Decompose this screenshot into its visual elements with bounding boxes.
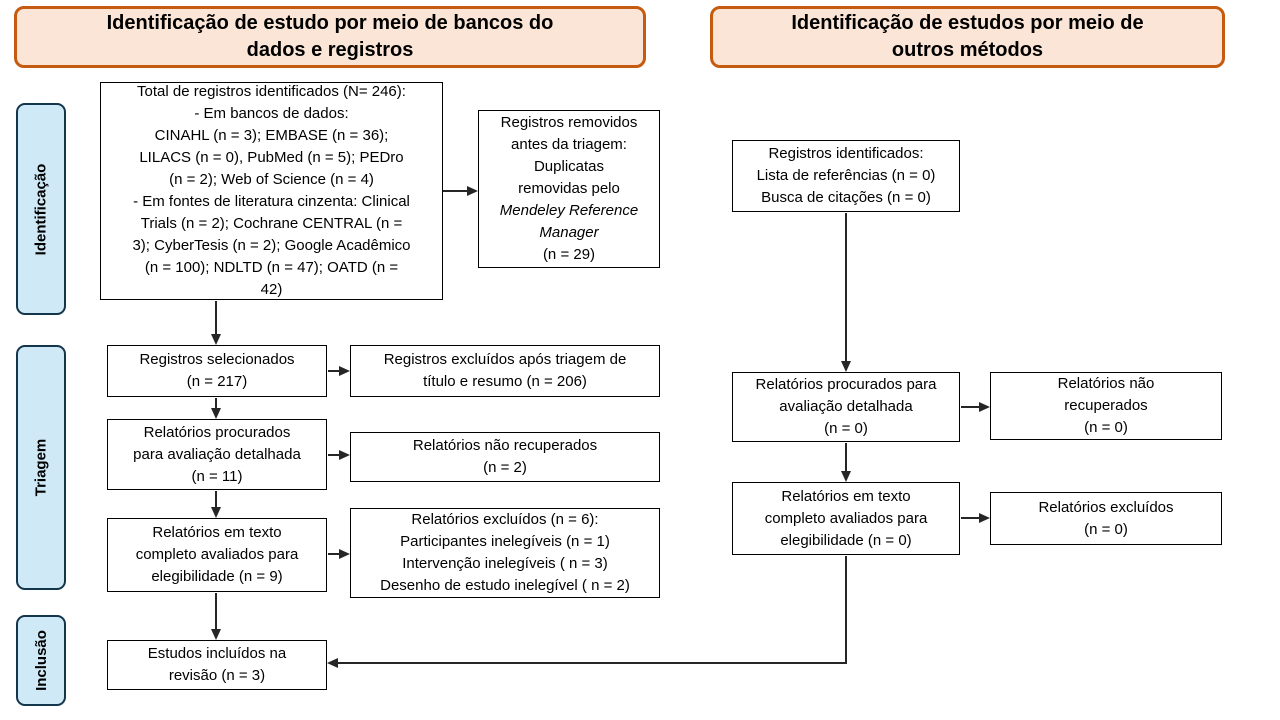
arrow-assessed-to-included (215, 593, 217, 630)
arrow-total-to-removed (443, 190, 468, 192)
box-reports-excluded-db: Relatórios excluídos (n = 6): Participan… (350, 508, 660, 598)
records-removed-text: Registros removidos antes da triagem: Du… (500, 114, 638, 197)
arrowhead-other-to-included-icon (327, 658, 338, 668)
arrowhead-total-to-removed-icon (467, 186, 478, 196)
header-databases: Identificação de estudo por meio de banc… (14, 6, 646, 68)
header-other-methods: Identificação de estudos por meio de out… (710, 6, 1225, 68)
arrowhead-screened-to-excluded-icon (339, 366, 350, 376)
records-removed-count: (n = 29) (542, 246, 596, 263)
arrow-assessed-to-excluded-other (961, 517, 980, 519)
arrow-screened-to-excluded (328, 370, 340, 372)
box-records-identified-total: Total de registros identificados (N= 246… (100, 82, 443, 300)
box-reports-assessed-db: Relatórios em texto completo avaliados p… (107, 518, 327, 592)
arrowhead-screened-to-sought-icon (211, 408, 221, 419)
arrowhead-identified-to-sought-other-icon (841, 361, 851, 372)
stage-screening: Triagem (16, 345, 66, 590)
arrow-total-to-screened (215, 301, 217, 335)
arrow-sought-to-assessed-other (845, 443, 847, 472)
box-records-identified-other: Registros identificados: Lista de referê… (732, 140, 960, 212)
box-reports-assessed-other: Relatórios em texto completo avaliados p… (732, 482, 960, 555)
arrowhead-sought-to-notretrieved-icon (339, 450, 350, 460)
records-removed-tool: Mendeley Reference Manager (499, 202, 639, 241)
arrowhead-assessed-to-excluded-icon (339, 549, 350, 559)
box-records-screened: Registros selecionados (n = 217) (107, 345, 327, 397)
arrow-sought-to-notretrieved (328, 454, 340, 456)
box-studies-included: Estudos incluídos na revisão (n = 3) (107, 640, 327, 690)
arrow-assessed-to-excluded (328, 553, 340, 555)
stage-inclusion: Inclusão (16, 615, 66, 706)
stage-identification: Identificação (16, 103, 66, 315)
arrowhead-sought-to-assessed-other-icon (841, 471, 851, 482)
arrow-sought-to-notretrieved-other (961, 406, 980, 408)
stage-screening-label: Triagem (32, 438, 50, 497)
arrowhead-assessed-to-included-icon (211, 629, 221, 640)
arrow-sought-to-assessed (215, 491, 217, 508)
arrowhead-assessed-to-excluded-other-icon (979, 513, 990, 523)
box-records-removed: Registros removidos antes da triagem: Du… (478, 110, 660, 268)
arrowhead-sought-to-assessed-icon (211, 507, 221, 518)
arrow-screened-to-sought (215, 398, 217, 409)
arrow-assessed-other-to-included-vertical (845, 556, 847, 664)
box-records-excluded-screening: Registros excluídos após triagem de títu… (350, 345, 660, 397)
arrow-assessed-other-to-included-horizontal (338, 662, 847, 664)
arrow-identified-to-sought-other (845, 213, 847, 362)
box-reports-sought-db: Relatórios procurados para avaliação det… (107, 419, 327, 490)
box-reports-excluded-other: Relatórios excluídos (n = 0) (990, 492, 1222, 545)
stage-identification-label: Identificação (32, 163, 50, 255)
box-reports-sought-other: Relatórios procurados para avaliação det… (732, 372, 960, 442)
stage-inclusion-label: Inclusão (32, 630, 50, 691)
arrowhead-sought-to-notretrieved-other-icon (979, 402, 990, 412)
box-reports-not-retrieved-other: Relatórios não recuperados (n = 0) (990, 372, 1222, 440)
box-reports-not-retrieved-db: Relatórios não recuperados (n = 2) (350, 432, 660, 482)
arrowhead-total-to-screened-icon (211, 334, 221, 345)
